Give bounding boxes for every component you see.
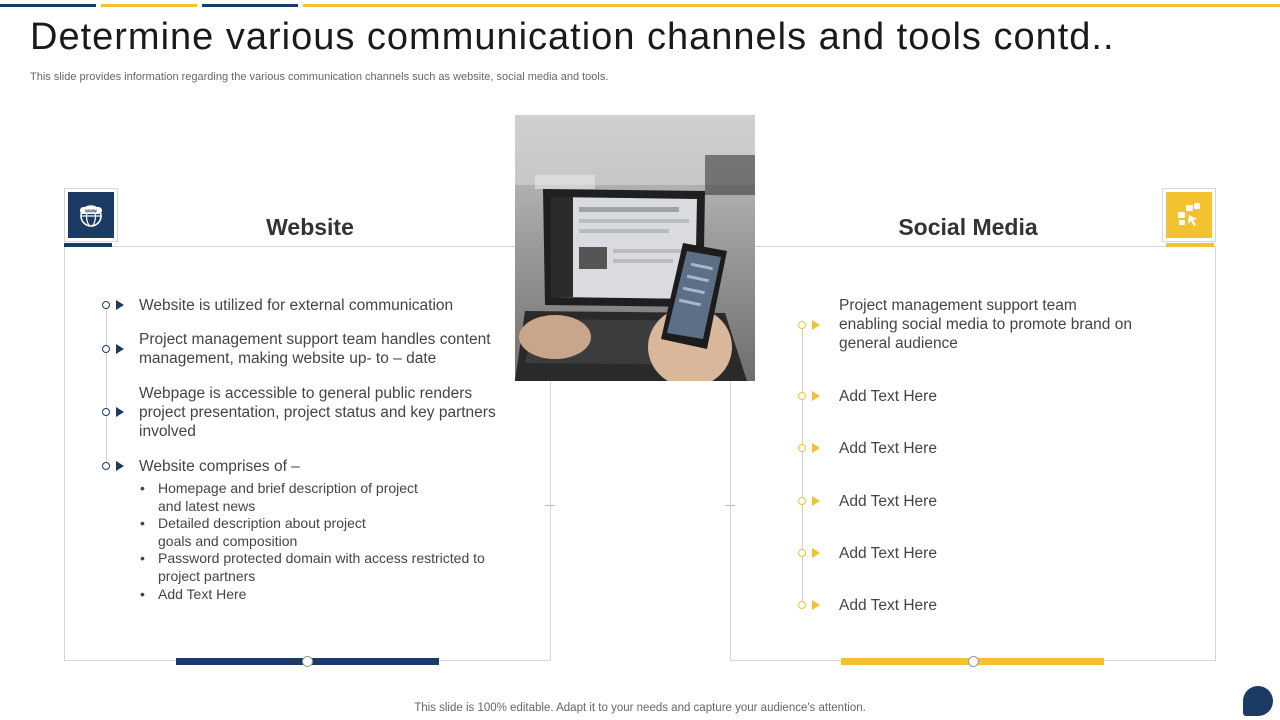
website-bullet-3: [102, 408, 110, 416]
social-heading: Social Media: [898, 214, 1038, 240]
social-arrow-2: [812, 391, 820, 401]
website-bullet-4: [102, 462, 110, 470]
top-accent-bar-3: [202, 4, 298, 7]
website-item-4: Website comprises of –: [139, 458, 300, 475]
slide-title: Determine various communication channels…: [30, 16, 1115, 58]
social-bullet-5: [798, 549, 806, 557]
website-item-3: Webpage is accessible to general public …: [139, 385, 496, 440]
website-bullet-2: [102, 345, 110, 353]
website-sub-item-3: Password protected domain with access re…: [140, 550, 518, 585]
website-arrow-2: [116, 344, 124, 354]
website-sub-item-4: Add Text Here: [140, 586, 520, 604]
social-timeline-line: [802, 325, 803, 605]
website-bottom-knob: [302, 656, 313, 667]
social-bottom-knob: [968, 656, 979, 667]
social-item-5: Add Text Here: [839, 545, 937, 562]
top-accent-bar-1: [0, 4, 96, 7]
website-sub-item-1: Homepage and brief description of projec…: [140, 480, 438, 515]
social-arrow-4: [812, 496, 820, 506]
social-item-6: Add Text Here: [839, 597, 937, 614]
social-icon-underline: [1166, 243, 1214, 247]
social-icon-box: [1162, 188, 1216, 242]
social-bullet-4: [798, 497, 806, 505]
svg-text:www: www: [84, 209, 97, 215]
slide-footer: This slide is 100% editable. Adapt it to…: [414, 702, 866, 714]
social-arrow-5: [812, 548, 820, 558]
website-bullet-1: [102, 301, 110, 309]
social-item-1: Project management support team enabling…: [839, 297, 1132, 352]
chat-bubble-icon[interactable]: [1243, 686, 1273, 716]
website-panel-tick: [545, 505, 555, 506]
social-bullet-2: [798, 392, 806, 400]
website-item-2: Project management support team handles …: [139, 331, 491, 367]
website-arrow-1: [116, 300, 124, 310]
social-header-line: [730, 246, 1216, 247]
social-bullet-1: [798, 321, 806, 329]
website-icon-box: www: [64, 188, 118, 242]
website-item-1: Website is utilized for external communi…: [139, 297, 454, 314]
top-accent-bar-2: [101, 4, 197, 7]
website-sub-item-2: Detailed description about project goals…: [140, 515, 398, 550]
laptop-phone-photo: [515, 115, 755, 381]
www-globe-icon: www: [68, 192, 114, 238]
social-item-2: Add Text Here: [839, 388, 937, 405]
website-arrow-3: [116, 407, 124, 417]
website-sub-list: Homepage and brief description of projec…: [140, 480, 520, 603]
social-panel-tick: [725, 505, 735, 506]
website-heading: Website: [266, 214, 354, 240]
social-arrow-1: [812, 320, 820, 330]
social-bullet-3: [798, 444, 806, 452]
social-bullet-6: [798, 601, 806, 609]
social-arrow-3: [812, 443, 820, 453]
social-item-4: Add Text Here: [839, 493, 937, 510]
slide-subtitle: This slide provides information regardin…: [30, 71, 609, 83]
social-media-icon: [1166, 192, 1212, 238]
website-header-line: [64, 246, 551, 247]
social-item-3: Add Text Here: [839, 440, 937, 457]
website-timeline-line: [106, 306, 107, 466]
top-accent-bar-4: [303, 4, 1280, 7]
website-icon-underline: [64, 243, 112, 247]
website-arrow-4: [116, 461, 124, 471]
social-arrow-6: [812, 600, 820, 610]
